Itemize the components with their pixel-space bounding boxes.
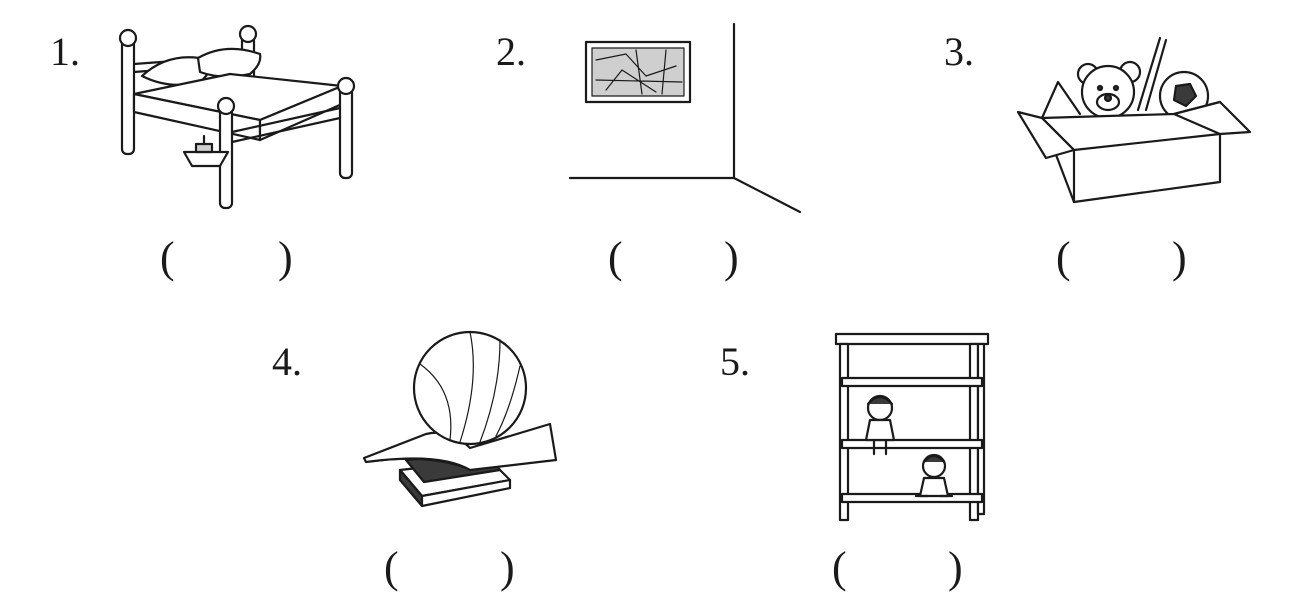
paren-close: )	[278, 233, 293, 282]
item-number: 1.	[50, 29, 80, 74]
wall-map-corner-icon	[568, 22, 802, 214]
bed-icon	[118, 24, 356, 210]
paren-close: )	[724, 233, 739, 282]
answer-blank[interactable]	[858, 550, 950, 590]
paren-open: (	[384, 543, 399, 592]
item-number: 3.	[944, 29, 974, 74]
item-number: 5.	[720, 339, 750, 384]
paren-close: )	[1172, 233, 1187, 282]
paren-close: )	[500, 543, 515, 592]
item-number: 4.	[272, 339, 302, 384]
answer-blank[interactable]	[634, 240, 726, 280]
paren-open: (	[160, 233, 175, 282]
toy-box-icon	[1016, 36, 1252, 204]
paren-open: (	[832, 543, 847, 592]
shelf-with-dolls-icon	[834, 332, 990, 522]
answer-blank[interactable]	[1082, 240, 1174, 280]
item-number: 2.	[496, 29, 526, 74]
paren-open: (	[608, 233, 623, 282]
answer-blank[interactable]	[186, 240, 278, 280]
paren-open: (	[1056, 233, 1071, 282]
ball-on-books-icon	[362, 330, 558, 508]
paren-close: )	[948, 543, 963, 592]
answer-blank[interactable]	[410, 550, 502, 590]
